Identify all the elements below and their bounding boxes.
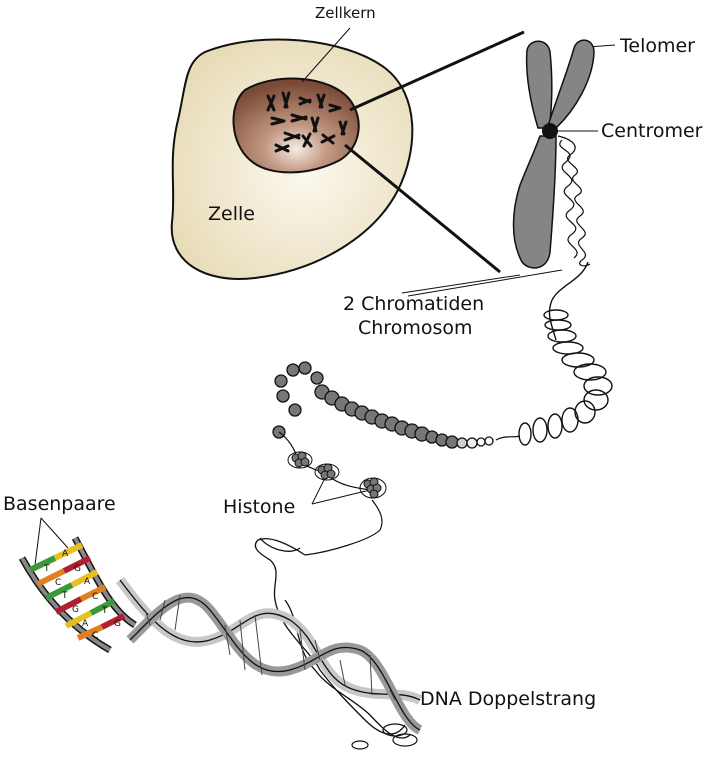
dna-connecting-helix (254, 537, 411, 739)
label-dna: DNA Doppelstrang (420, 688, 596, 710)
chromosome-lower-arm (512, 135, 557, 269)
dna-strand-a (116, 576, 423, 705)
base-letters: T A C G T A G C A T C G (43, 549, 121, 641)
cell (170, 38, 414, 280)
base-letter: C (55, 578, 61, 588)
base-rungs (28, 542, 126, 641)
base-letter: A (84, 577, 91, 587)
chromatin-fiber (518, 261, 613, 446)
base-letter: G (74, 564, 81, 574)
leader-lines (34, 27, 616, 566)
fiber-upper (548, 261, 589, 341)
label-telomere: Telomer (619, 35, 695, 57)
label-centromere: Centromer (601, 120, 703, 142)
histone-cluster-3 (363, 477, 382, 499)
base-letter: A (62, 549, 69, 559)
label-chromatids: 2 Chromatiden (343, 293, 484, 315)
histone-clusters (287, 451, 387, 499)
chromosome-upper-left-arm (525, 40, 553, 129)
fiber-connector (278, 431, 521, 556)
label-nucleus: Zellkern (315, 4, 376, 22)
chromosome-upper-right-arm (547, 39, 595, 129)
label-cell: Zelle (208, 203, 255, 225)
base-letter: T (43, 564, 50, 574)
base-letter: T (101, 606, 108, 616)
fiber-coils (518, 309, 613, 446)
dna-rungs (144, 594, 396, 701)
centromere-dot (542, 123, 558, 139)
base-letter: C (92, 592, 98, 602)
chromosome (512, 39, 595, 269)
label-histones: Histone (223, 496, 295, 518)
base-letter: G (72, 605, 79, 615)
base-letter: T (61, 591, 68, 601)
nucleus-chromosomes (266, 91, 348, 153)
base-letter: A (82, 619, 89, 629)
chromatin-loops (557, 135, 591, 267)
base-pair-ladder: T A C G T A G C A T C G (18, 536, 137, 654)
label-base-pairs: Basenpaare (3, 493, 116, 515)
histone-cluster-1 (291, 451, 310, 468)
label-chromosome: Chromosom (358, 317, 473, 339)
dna-end-loops (351, 723, 418, 750)
histone-cluster-2 (317, 463, 336, 480)
labels: Zellkern Zelle Telomer Centromer 2 Chrom… (3, 4, 703, 710)
dna-double-helix (116, 576, 423, 750)
base-letter: G (114, 619, 121, 629)
zoom-lines (344, 30, 525, 274)
nucleosome-fiber (272, 361, 494, 449)
nucleus (232, 77, 360, 174)
base-letter: C (92, 631, 98, 641)
